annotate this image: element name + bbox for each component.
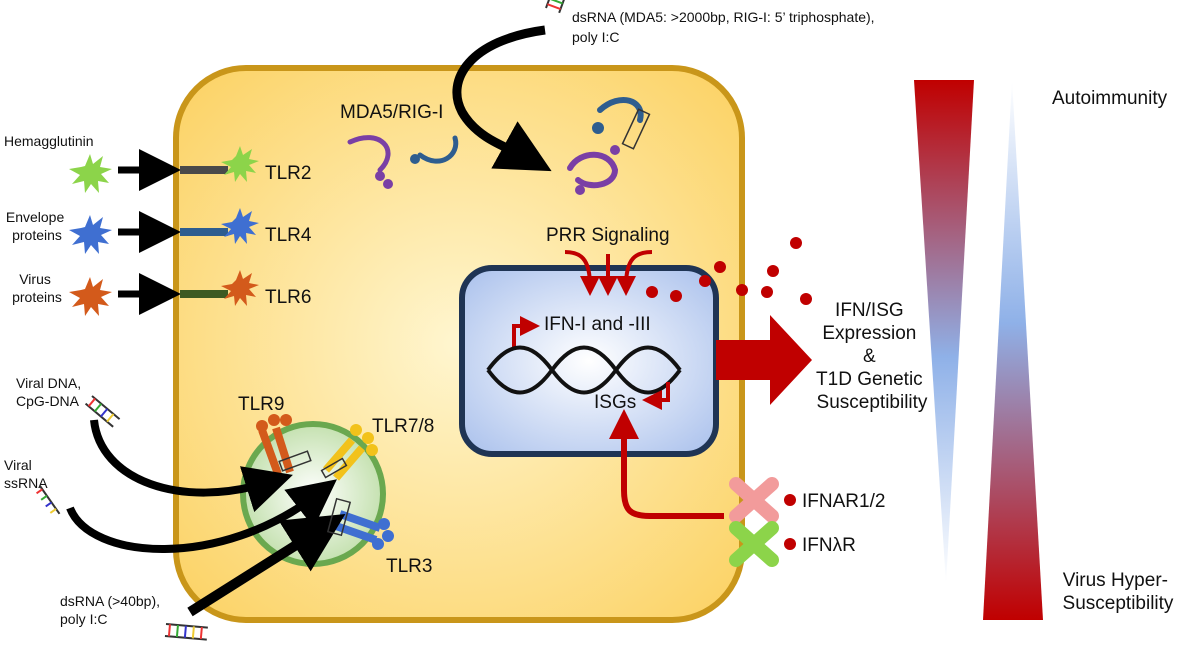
surface-tlr6: TLR6 xyxy=(69,270,311,316)
dsrna-line2: poly I:C xyxy=(60,611,107,627)
virus-susceptibility-label: Virus Hyper- Susceptibility xyxy=(1063,570,1174,614)
ifn-transcription-arrow xyxy=(512,316,540,348)
susceptibility-gradient xyxy=(983,80,1043,620)
susceptibility-line1: Virus Hyper- xyxy=(1063,570,1168,591)
endosome-nucleic-acids xyxy=(278,450,352,537)
tlr78-label: TLR7/8 xyxy=(372,416,434,437)
secreted-ifn-dots xyxy=(646,237,812,305)
ifnlr-label: IFNλR xyxy=(802,535,856,556)
virus-proteins-icon xyxy=(69,277,112,316)
viral-dna-line1: Viral DNA, xyxy=(16,375,81,391)
ifn-receptor-feedback-arrow xyxy=(609,409,724,519)
surface-tlr2: TLR2 xyxy=(69,146,311,193)
viral-ssrna-line1: Viral xyxy=(4,457,32,473)
outcome-line5: Susceptibility xyxy=(817,392,928,413)
ligand-hemagglutinin-label: Hemagglutinin xyxy=(4,133,94,149)
tlr4-label: TLR4 xyxy=(265,225,312,246)
mda5-sensor-icon xyxy=(347,135,393,189)
ifn-label: IFN-I and -III xyxy=(544,314,651,335)
output-arrow xyxy=(716,315,812,405)
envelope-line2: proteins xyxy=(12,227,62,243)
ifnlr-receptor-icon xyxy=(729,521,779,567)
top-ligand-line2: poly I:C xyxy=(572,29,619,45)
viral-ssrna-line2: ssRNA xyxy=(4,475,48,491)
ifnar-ligand-dot xyxy=(784,494,796,506)
virus-line2: proteins xyxy=(12,289,62,305)
ifnar-label: IFNAR1/2 xyxy=(802,491,885,512)
outcome-line1: IFN/ISG xyxy=(835,300,904,321)
prr-signaling-label: PRR Signaling xyxy=(546,225,670,246)
dsrna-label: dsRNA (>40bp), poly I:C xyxy=(60,593,164,627)
viral-dna-label: Viral DNA, CpG-DNA xyxy=(16,375,85,409)
tlr2-label: TLR2 xyxy=(265,163,311,184)
autoimmunity-label: Autoimmunity xyxy=(1052,88,1168,109)
dsrna-strand-icon xyxy=(164,623,208,641)
top-ligand-line1: dsRNA (MDA5: >2000bp, RIG-I: 5’ triphosp… xyxy=(572,9,875,25)
envelope-proteins-icon xyxy=(69,215,112,254)
outcome-line4: T1D Genetic xyxy=(816,369,923,390)
ligand-envelope-label: Envelope proteins xyxy=(6,209,68,243)
viral-dna-strand-icon xyxy=(84,395,121,428)
autoimmunity-gradient xyxy=(914,80,974,584)
outcome-label: IFN/ISG Expression & T1D Genetic Suscept… xyxy=(816,300,928,413)
outcome-line3: & xyxy=(863,346,876,367)
viral-dna-entry-arrow xyxy=(90,419,293,513)
ifnlr-ligand-dot xyxy=(784,538,796,550)
isg-transcription-arrow xyxy=(642,382,670,410)
cytosolic-sensor-label: MDA5/RIG-I xyxy=(340,102,443,123)
susceptibility-line2: Susceptibility xyxy=(1063,593,1174,614)
isgs-label: ISGs xyxy=(594,392,636,413)
dsrna-line1: dsRNA (>40bp), xyxy=(60,593,160,609)
viral-ssrna-entry-arrow xyxy=(66,479,337,553)
top-entry-arrow xyxy=(452,25,552,172)
envelope-line1: Envelope xyxy=(6,209,65,225)
prr-signal-arrows xyxy=(564,250,653,296)
tlr9-label: TLR9 xyxy=(238,394,284,415)
viral-dna-line2: CpG-DNA xyxy=(16,393,80,409)
viral-ssrna-strand-icon xyxy=(35,485,61,515)
tlr3-label: TLR3 xyxy=(386,556,432,577)
surface-tlr4: TLR4 xyxy=(69,208,312,254)
ifnar-receptor-icon xyxy=(729,477,779,523)
dsrna-entry-arrow xyxy=(187,513,346,617)
rig-i-sensor-icon xyxy=(410,135,459,164)
sensor-bound-rna-icon xyxy=(567,97,651,195)
tlr6-label: TLR6 xyxy=(265,287,311,308)
virus-line1: Virus xyxy=(19,271,51,287)
hemagglutinin-icon xyxy=(69,154,112,193)
ligand-virus-label: Virus proteins xyxy=(12,271,62,305)
top-dsrna-icon xyxy=(545,0,576,14)
viral-ssrna-label: Viral ssRNA xyxy=(4,457,48,491)
outcome-line2: Expression xyxy=(822,323,916,344)
